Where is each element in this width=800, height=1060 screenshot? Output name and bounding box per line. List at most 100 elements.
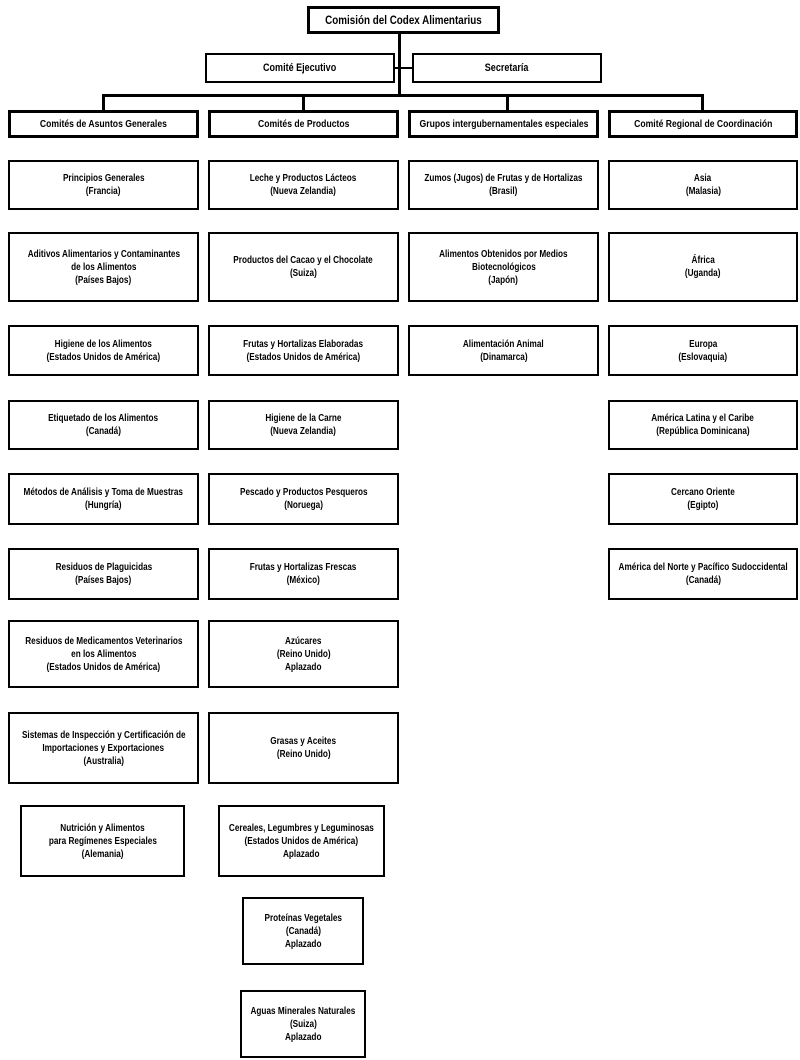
org-node-line: Productos del Cacao y el Chocolate bbox=[233, 255, 374, 266]
org-node: Higiene de la Carne (Nueva Zelandia) bbox=[208, 400, 399, 450]
org-node-line: (República Dominicana) bbox=[656, 426, 750, 437]
org-node-line: Cercano Oriente bbox=[671, 487, 735, 498]
org-node-line: (Estados Unidos de América) bbox=[46, 351, 161, 363]
org-node-line: (Eslovaquia) bbox=[678, 351, 728, 363]
org-node-line: (Japón) bbox=[488, 274, 519, 286]
node-executive-committee-label: Comité Ejecutivo bbox=[263, 62, 337, 74]
org-node-line: (Países Bajos) bbox=[75, 274, 132, 286]
org-node-line: Pescado y Productos Pesqueros bbox=[239, 487, 368, 498]
column-header-label: Comités de Productos bbox=[257, 118, 350, 130]
connector-drop-col2 bbox=[302, 94, 305, 110]
connector-bar bbox=[102, 94, 704, 97]
org-node: Europa(Eslovaquia) bbox=[608, 325, 798, 376]
org-node-line: (Suiza) bbox=[290, 268, 317, 279]
org-node-line: (Hungría) bbox=[85, 500, 122, 511]
org-node: Cercano Oriente (Egipto) bbox=[608, 473, 798, 525]
org-node-line: de los Alimentos bbox=[70, 261, 137, 273]
org-node: Pescado y Productos Pesqueros(Noruega) bbox=[208, 473, 399, 525]
org-node: Métodos de Análisis y Toma de Muestras(H… bbox=[8, 473, 199, 525]
org-node: América Latina y el Caribe (República Dom… bbox=[608, 400, 798, 450]
org-node-line: Cereales, Legumbres y Leguminosas bbox=[229, 822, 374, 834]
column-header-general-subjects: Comités de Asuntos Generales bbox=[8, 110, 199, 138]
org-node-line: (Egipto) bbox=[687, 500, 719, 511]
org-node-line: (Francia) bbox=[86, 186, 121, 197]
org-node-line: (México) bbox=[286, 575, 321, 586]
connector-drop-col1 bbox=[102, 94, 105, 110]
org-node-line: Higiene de los Alimentos bbox=[54, 338, 153, 350]
org-node-line: (Nueva Zelandia) bbox=[270, 186, 337, 197]
org-node-line: para Regímenes Especiales bbox=[48, 835, 157, 847]
root-node-commission: Comisión del Codex Alimentarius bbox=[307, 6, 500, 34]
org-node-line: (Estados Unidos de América) bbox=[46, 661, 161, 673]
org-node: Residuos de Plaguicidas (Países Bajos) bbox=[8, 548, 199, 600]
connector-drop-col3 bbox=[506, 94, 509, 110]
root-node-label: Comisión del Codex Alimentarius bbox=[325, 13, 482, 27]
org-node-line: Grasas y Aceites bbox=[270, 736, 337, 747]
org-node: Proteínas Vegetales(Canadá)Aplazado bbox=[242, 897, 364, 965]
org-node-line: Europa bbox=[688, 338, 718, 350]
org-node-line: (Uganda) bbox=[685, 268, 721, 279]
node-executive-committee: Comité Ejecutivo bbox=[205, 53, 395, 83]
org-node-line: Aditivos Alimentarios y Contaminantes bbox=[27, 248, 180, 260]
org-node-line: (Reino Unido) bbox=[276, 648, 331, 660]
org-node: Grasas y Aceites (Reino Unido) bbox=[208, 712, 399, 784]
org-node-line: Frutas y Hortalizas Elaboradas bbox=[243, 338, 364, 350]
org-node-line: Residuos de Medicamentos Veterinarios bbox=[24, 635, 183, 647]
connector-drop-col4 bbox=[701, 94, 704, 110]
org-node-line: (Estados Unidos de América) bbox=[246, 351, 361, 363]
org-node-line: (Canadá) bbox=[685, 575, 721, 586]
org-node-line: (Alemania) bbox=[81, 848, 124, 860]
org-node: Higiene de los Alimentos(Estados Unidos … bbox=[8, 325, 199, 376]
column-header-label: Grupos intergubernamentales especiales bbox=[419, 118, 588, 130]
org-node-line: Aplazado bbox=[284, 938, 322, 950]
org-node: Alimentación Animal(Dinamarca) bbox=[408, 325, 599, 376]
org-node-line: Sistemas de Inspección y Certificación d… bbox=[21, 729, 186, 741]
org-node-line: (Australia) bbox=[83, 755, 124, 767]
org-node-line: Frutas y Hortalizas Frescas bbox=[250, 562, 357, 573]
org-node: Principios Generales(Francia) bbox=[8, 160, 199, 210]
org-node-line: Nutrición y Alimentos bbox=[60, 822, 145, 834]
column-header-label: Comités de Asuntos Generales bbox=[40, 118, 167, 130]
org-node-line: Importaciones y Exportaciones bbox=[42, 742, 165, 754]
org-node: Cereales, Legumbres y Leguminosas(Estado… bbox=[218, 805, 385, 877]
column-header-intergovernmental-groups: Grupos intergubernamentales especiales bbox=[408, 110, 599, 138]
org-node-line: Leche y Productos Lácteos bbox=[250, 173, 357, 184]
org-node-line: (Nueva Zelandia) bbox=[270, 426, 337, 437]
org-node-line: Alimentación Animal bbox=[463, 338, 544, 350]
org-node-line: (Estados Unidos de América) bbox=[244, 835, 359, 847]
org-node-line: (Dinamarca) bbox=[479, 351, 528, 363]
org-node: Zumos (Jugos) de Frutas y de Hortalizas(… bbox=[408, 160, 599, 210]
org-node-line: África bbox=[691, 255, 715, 266]
org-node-line: Higiene de la Carne bbox=[265, 413, 342, 424]
org-node-line: Etiquetado de los Alimentos bbox=[48, 413, 159, 424]
org-node: África (Uganda) bbox=[608, 232, 798, 302]
column-header-commodities: Comités de Productos bbox=[208, 110, 399, 138]
org-node: Productos del Cacao y el Chocolate (Suiza… bbox=[208, 232, 399, 302]
org-node: Aguas Minerales Naturales(Suiza)Aplazado bbox=[240, 990, 366, 1058]
org-node: América del Norte y Pacífico Sudoccident… bbox=[608, 548, 798, 600]
org-node-line: (Malasia) bbox=[685, 186, 721, 197]
org-node-line: Aplazado bbox=[285, 661, 322, 673]
org-node: Frutas y Hortalizas Frescas (México) bbox=[208, 548, 399, 600]
node-secretariat-label: Secretaría bbox=[485, 62, 529, 74]
org-node-line: en los Alimentos bbox=[70, 648, 137, 660]
org-node-line: Zumos (Jugos) de Frutas y de Hortalizas bbox=[424, 173, 583, 184]
connector-level2-stub bbox=[395, 67, 412, 69]
org-node-line: Aplazado bbox=[284, 1031, 322, 1043]
org-node-line: (Reino Unido) bbox=[276, 749, 331, 760]
org-node-line: América del Norte y Pacífico Sudoccident… bbox=[618, 562, 788, 573]
connector-spine bbox=[398, 32, 401, 96]
org-node-line: Alimentos Obtenidos por Medios bbox=[439, 248, 568, 260]
org-node: Azúcares(Reino Unido)Aplazado bbox=[208, 620, 399, 688]
org-node-line: América Latina y el Caribe bbox=[651, 413, 755, 424]
org-node-line: Residuos de Plaguicidas bbox=[55, 562, 152, 573]
org-node-line: Biotecnológicos bbox=[471, 261, 536, 273]
org-node-line: Aplazado bbox=[283, 848, 320, 860]
org-node-line: (Países Bajos) bbox=[75, 575, 132, 586]
org-node-line: (Suiza) bbox=[289, 1018, 317, 1030]
org-node-line: Asia bbox=[694, 173, 712, 184]
